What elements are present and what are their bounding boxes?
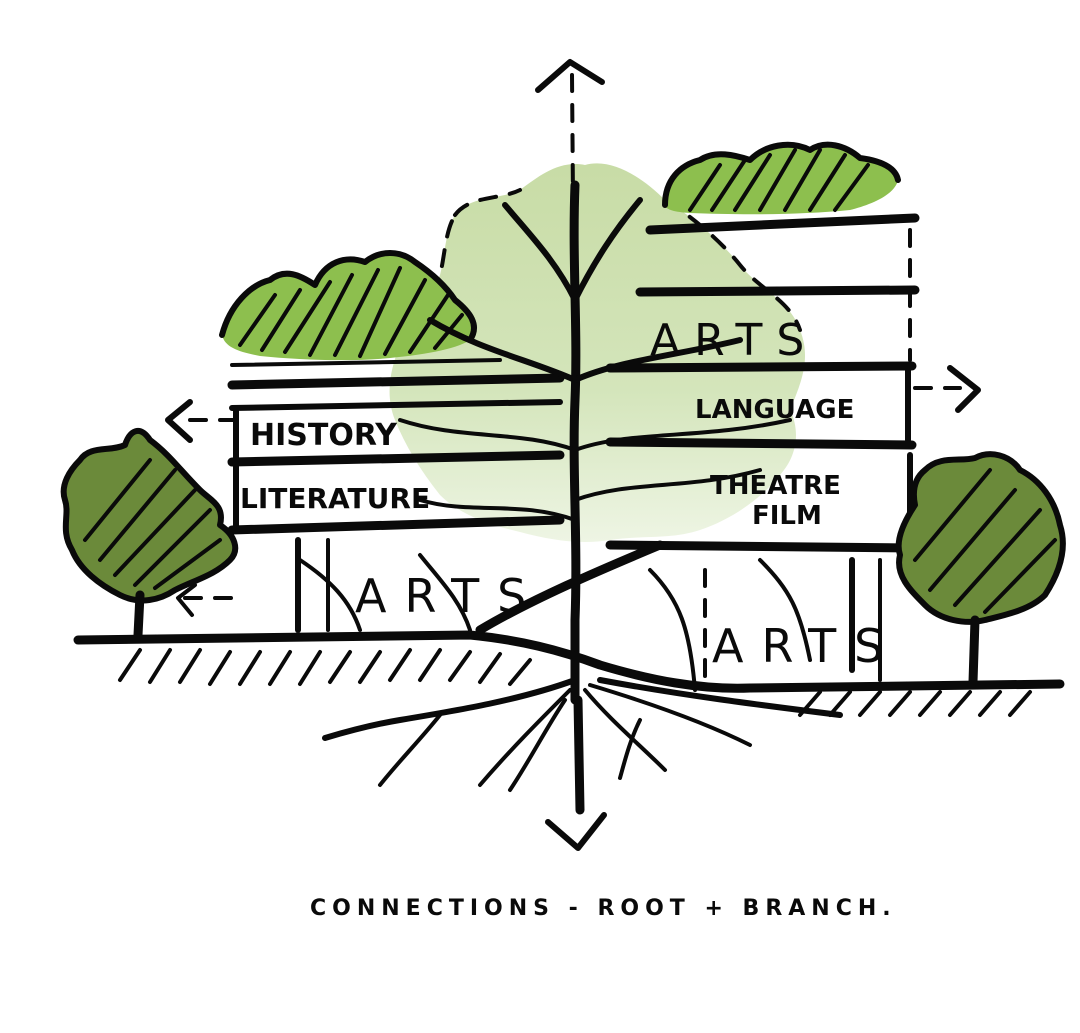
floor-label-language: LANGUAGE bbox=[695, 395, 854, 425]
arrow-right-icon bbox=[947, 365, 981, 413]
arrow-left-icon bbox=[176, 583, 197, 617]
arrow-left-icon bbox=[165, 399, 193, 443]
arrow-up-icon bbox=[535, 59, 605, 93]
ground-label-arts-right: ARTS bbox=[712, 619, 901, 673]
right-olive-tree bbox=[895, 451, 1066, 687]
caption: CONNECTIONS - ROOT + BRANCH. bbox=[310, 896, 897, 921]
arrow-down-icon bbox=[545, 812, 607, 851]
left-olive-tree bbox=[60, 428, 239, 640]
left-roof-garden bbox=[219, 250, 477, 361]
floor-label-history: HISTORY bbox=[250, 418, 398, 453]
floor-label-film: FILM bbox=[752, 501, 822, 531]
left-building: HISTORY LITERATURE ARTS bbox=[227, 358, 565, 633]
right-roof-garden bbox=[645, 141, 920, 235]
right-building: ARTS LANGUAGE THEATRE FILM ARTS bbox=[605, 228, 920, 692]
axis-vertical bbox=[570, 73, 580, 822]
tree-roots bbox=[322, 677, 843, 815]
floor-label-literature: LITERATURE bbox=[240, 482, 430, 515]
ground-plane bbox=[73, 630, 1065, 717]
axis-horizontal-left bbox=[183, 418, 237, 600]
